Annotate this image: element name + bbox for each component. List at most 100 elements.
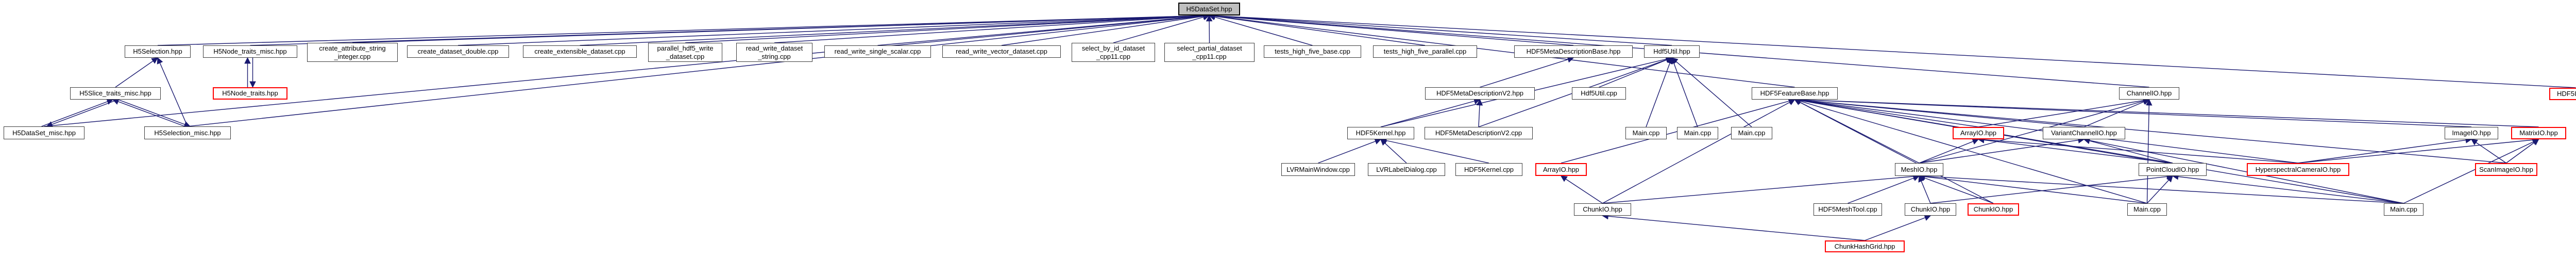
graph-edge-n42-n38 <box>1602 173 1920 204</box>
graph-edge-n30-n21 <box>1978 97 2150 127</box>
graph-node-pointcloudio-hpp-39[interactable]: PointCloudIO.hpp <box>2139 163 2207 176</box>
graph-node-h5selection-hpp-1[interactable]: H5Selection.hpp <box>125 45 191 58</box>
graph-node-main-cpp-27[interactable]: Main.cpp <box>1625 127 1667 139</box>
graph-edge-n46-n21 <box>2145 99 2153 204</box>
graph-edge-n38-n30 <box>1919 138 1979 164</box>
graph-node-meshio-hpp-38[interactable]: MeshIO.hpp <box>1895 163 1943 176</box>
graph-node-create-attribute-string-integer-cpp-3[interactable]: create_attribute_string _integer.cpp <box>307 43 398 62</box>
graph-node-main-cpp-46[interactable]: Main.cpp <box>2127 203 2167 216</box>
graph-edge-n16-n23 <box>46 99 118 127</box>
graph-node-chunkio-hpp-45[interactable]: ChunkIO.hpp <box>1968 203 2019 216</box>
graph-edge-n30-n20 <box>1794 97 1979 127</box>
graph-node-h5selection-misc-hpp-24[interactable]: H5Selection_misc.hpp <box>144 126 231 139</box>
graph-edge-n28-n15 <box>1671 57 1698 127</box>
graph-edge-n42-n37 <box>1560 175 1603 204</box>
graph-node-variantchannelio-hpp-31[interactable]: VariantChannelIO.hpp <box>2043 127 2125 139</box>
graph-edge-n41-n33 <box>2506 139 2539 164</box>
graph-edge-n47-n31 <box>2083 137 2404 204</box>
graph-edge-n48-n44 <box>1865 215 1931 241</box>
graph-edge-n13-r0 <box>1208 13 1426 46</box>
graph-node-h5node-traits-hpp-17[interactable]: H5Node_traits.hpp <box>213 87 287 100</box>
graph-node-h5slice-traits-misc-hpp-16[interactable]: H5Slice_traits_misc.hpp <box>70 87 161 100</box>
graph-edge-n40-n30 <box>1977 136 2298 164</box>
graph-edge-n3-r0 <box>352 12 1210 43</box>
graph-edge-n29-n15 <box>1671 57 1752 127</box>
graph-node-create-extensible-dataset-cpp-5[interactable]: create_extensible_dataset.cpp <box>523 45 637 58</box>
graph-edge-n47-n33 <box>2403 139 2539 204</box>
graph-node-h5node-traits-misc-hpp-2[interactable]: H5Node_traits_misc.hpp <box>203 45 297 58</box>
graph-edge-n27-n15 <box>1646 57 1673 127</box>
graph-edge-n36-n25 <box>1380 137 1489 164</box>
graph-node-main-cpp-29[interactable]: Main.cpp <box>1731 127 1772 139</box>
graph-edge-n40-n33 <box>2298 136 2539 164</box>
graph-edge-n46-n39 <box>2146 175 2173 204</box>
graph-edge-n23-n16 <box>41 99 114 127</box>
graph-edge-n5-r0 <box>580 12 1210 46</box>
graph-node-hyperspectralcameraio-hpp-40[interactable]: HyperspectralCameraIO.hpp <box>2247 163 2349 176</box>
graph-edge-n41-n20 <box>1794 96 2506 164</box>
graph-node-chunkio-hpp-44[interactable]: ChunkIO.hpp <box>1905 203 1956 216</box>
graph-node-hdf5metadescriptionv2-hpp-18[interactable]: HDF5MetaDescriptionV2.hpp <box>1425 87 1535 100</box>
graph-edge-n35-n25 <box>1380 139 1407 164</box>
graph-node-hdf5metadescriptionv2-cpp-26[interactable]: HDF5MetaDescriptionV2.cpp <box>1425 127 1533 139</box>
graph-node-hdf5util-cpp-19[interactable]: Hdf5Util.cpp <box>1572 87 1626 100</box>
graph-edge-n43-n38 <box>1848 175 1920 204</box>
graph-edge-n39-n30 <box>1977 137 2173 164</box>
graph-node-read-write-dataset-string-cpp-7[interactable]: read_write_dataset _string.cpp <box>736 43 812 62</box>
graph-node-hdf5io-hpp-22[interactable]: HDF5IO.hpp <box>2549 88 2576 100</box>
graph-node-select-partial-dataset-cpp11-cpp-11[interactable]: select_partial_dataset _cpp11.cpp <box>1164 43 1255 62</box>
graph-edge-n46-n20 <box>1794 98 2147 204</box>
graph-node-channelio-hpp-21[interactable]: ChannelIO.hpp <box>2119 87 2179 100</box>
graph-node-h5dataset-misc-hpp-23[interactable]: H5DataSet_misc.hpp <box>4 126 84 139</box>
graph-edge-n32-n20 <box>1794 96 2472 127</box>
graph-edge-n4-r0 <box>457 12 1210 46</box>
graph-node-select-by-id-dataset-cpp11-cpp-10[interactable]: select_by_id_dataset _cpp11.cpp <box>1072 43 1155 62</box>
graph-node-hdf5kernel-hpp-25[interactable]: HDF5Kernel.hpp <box>1347 127 1414 139</box>
graph-edge-n20-r0 <box>1208 13 1795 88</box>
graph-edge-n39-n31 <box>2083 137 2173 164</box>
graph-edge-n24-n16 <box>112 99 185 127</box>
graph-node-tests-high-five-base-cpp-12[interactable]: tests_high_five_base.cpp <box>1264 45 1361 58</box>
graph-edge-n47-n20 <box>1794 97 2404 204</box>
graph-edge-n16-n24 <box>117 99 191 127</box>
graph-edge-n40-n32 <box>2298 137 2472 164</box>
graph-node-parallel-hdf5-write-dataset-cpp-6[interactable]: parallel_hdf5_write _dataset.cpp <box>648 43 722 62</box>
graph-edge-n38-n31 <box>1919 137 2085 164</box>
graph-edge-n18-n14 <box>1480 56 1574 88</box>
graph-edge-n24-n1 <box>157 57 188 127</box>
graph-node-chunkhashgrid-hpp-48[interactable]: ChunkHashGrid.hpp <box>1825 240 1905 252</box>
graph-node-hdf5util-hpp-15[interactable]: Hdf5Util.hpp <box>1644 45 1700 58</box>
graph-edge-n6-r0 <box>685 12 1210 43</box>
graph-edge-n7-r0 <box>774 12 1210 43</box>
graph-edge-n47-n39 <box>2172 173 2404 204</box>
graph-edge-n45-n38 <box>1918 175 1994 204</box>
graph-edge-n33-n20 <box>1794 96 2539 127</box>
graph-edge-n41-n32 <box>2470 139 2506 164</box>
graph-edge-n38-n21 <box>1919 98 2150 164</box>
graph-node-main-cpp-28[interactable]: Main.cpp <box>1677 127 1718 139</box>
graph-edge-n42-n20 <box>1602 99 1795 204</box>
graph-node-lvrlabeldialog-cpp-35[interactable]: LVRLabelDialog.cpp <box>1368 163 1445 176</box>
graph-node-main-cpp-47[interactable]: Main.cpp <box>2384 203 2424 216</box>
graph-node-read-write-vector-dataset-cpp-9[interactable]: read_write_vector_dataset.cpp <box>942 45 1061 58</box>
graph-node-matrixio-hpp-33[interactable]: MatrixIO.hpp <box>2511 127 2566 139</box>
graph-root-node-h5dataset-hpp-0: H5DataSet.hpp <box>1178 3 1240 15</box>
graph-node-lvrmainwindow-cpp-34[interactable]: LVRMainWindow.cpp <box>1281 163 1355 176</box>
graph-node-read-write-single-scalar-cpp-8[interactable]: read_write_single_scalar.cpp <box>824 45 931 58</box>
graph-edge-n9-r0 <box>1001 13 1210 46</box>
graph-node-hdf5featurebase-hpp-20[interactable]: HDF5FeatureBase.hpp <box>1752 87 1838 100</box>
graph-node-hdf5metadescriptionbase-hpp-14[interactable]: HDF5MetaDescriptionBase.hpp <box>1514 45 1633 58</box>
graph-edge-n45-n20 <box>1794 99 1994 204</box>
graph-edge-n15-r0 <box>1208 12 1672 46</box>
graph-node-imageio-hpp-32[interactable]: ImageIO.hpp <box>2445 127 2498 139</box>
graph-edge-n24-r0 <box>187 12 1210 127</box>
graph-edge-n22-r0 <box>1208 12 2576 88</box>
graph-node-scanimageio-hpp-41[interactable]: ScanImageIO.hpp <box>2475 163 2537 176</box>
graph-node-arrayio-hpp-37[interactable]: ArrayIO.hpp <box>1535 163 1587 176</box>
graph-node-hdf5kernel-cpp-36[interactable]: HDF5Kernel.cpp <box>1455 163 1522 176</box>
graph-node-tests-high-five-parallel-cpp-13[interactable]: tests_high_five_parallel.cpp <box>1373 45 1477 58</box>
graph-node-chunkio-hpp-42[interactable]: ChunkIO.hpp <box>1574 203 1631 216</box>
graph-node-hdf5meshtool-cpp-43[interactable]: HDF5MeshTool.cpp <box>1814 203 1882 216</box>
graph-node-create-dataset-double-cpp-4[interactable]: create_dataset_double.cpp <box>407 45 509 58</box>
graph-node-arrayio-hpp-30[interactable]: ArrayIO.hpp <box>1953 127 2004 139</box>
